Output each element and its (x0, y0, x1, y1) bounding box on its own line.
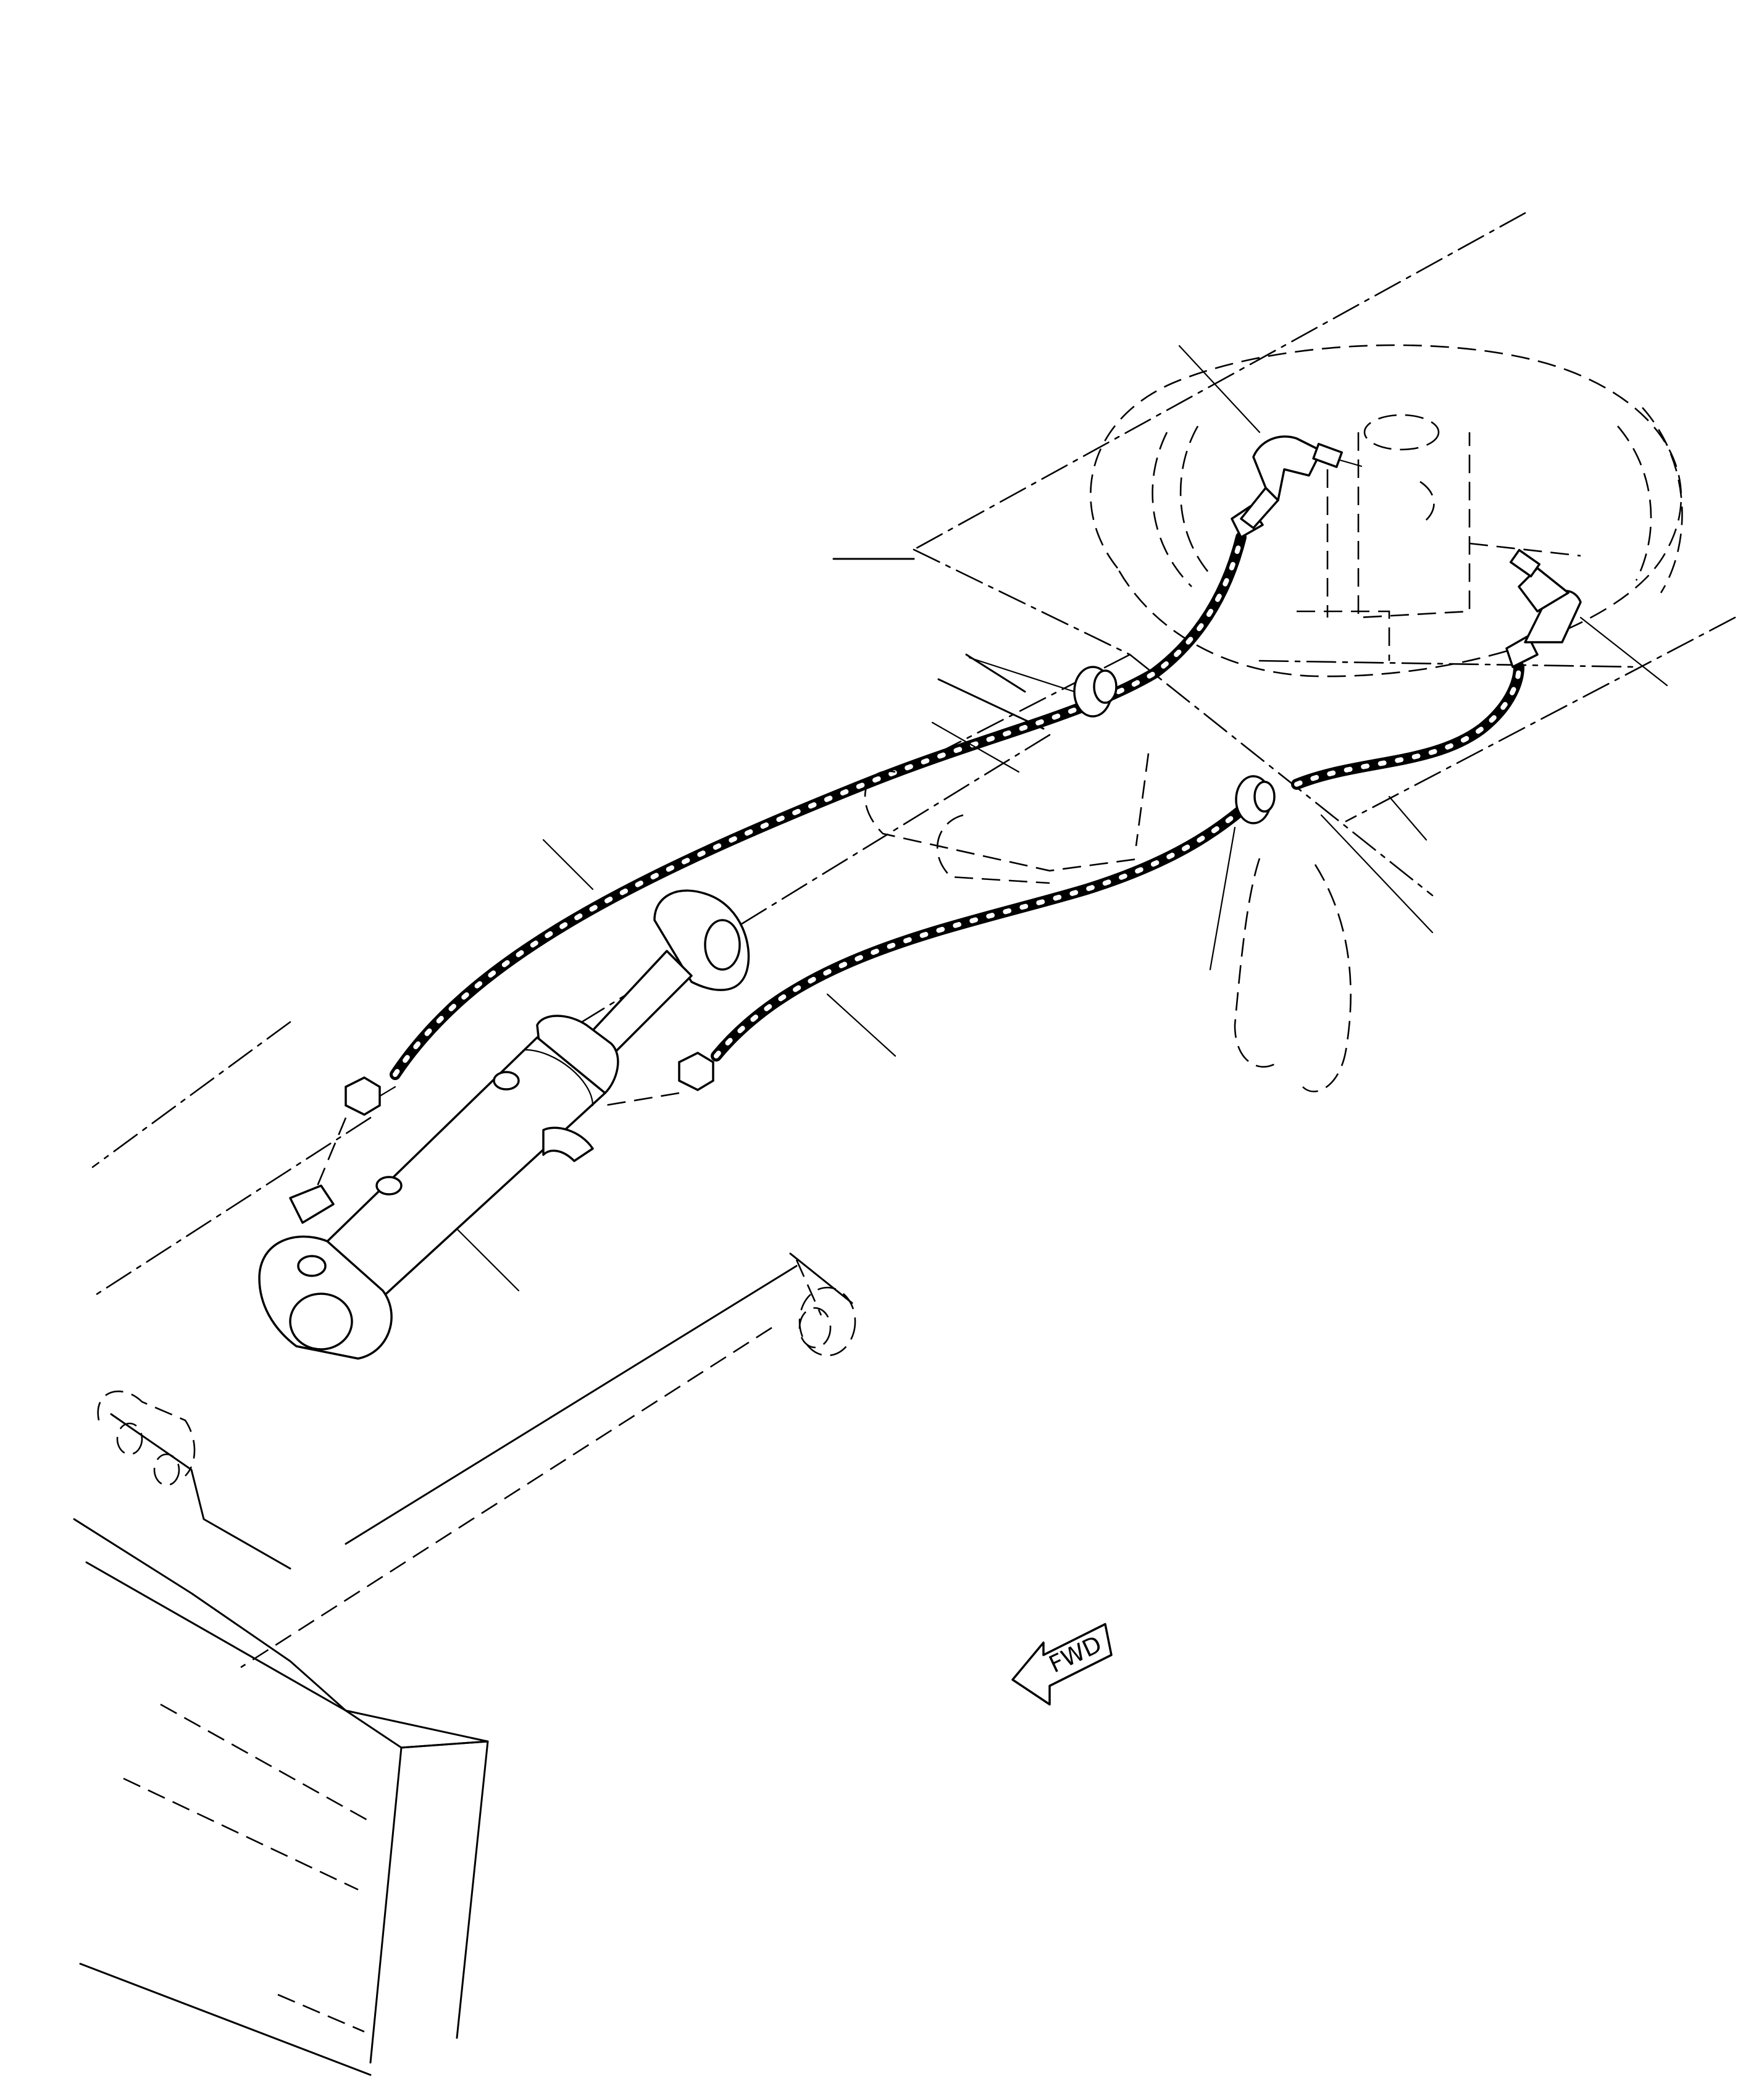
fwd-direction-marker: FWD (1011, 1623, 1113, 1706)
frame-bracket (864, 753, 1352, 1092)
hose-clamp-lower (1235, 775, 1276, 824)
hydraulic-hose-lower (711, 661, 1524, 1062)
hydraulic-hose-upper (390, 532, 1247, 1080)
swivel-joint (1090, 344, 1683, 677)
hose-nut-upper (345, 1076, 396, 1116)
hose-clamp-upper (1073, 666, 1118, 718)
front-attachment (73, 1252, 856, 2076)
hose-nut-lower (678, 1052, 714, 1091)
steering-cylinder (258, 889, 750, 1360)
leader-lines (456, 345, 1668, 1292)
forward-arrow-icon (1011, 1623, 1113, 1706)
elbow-fitting-right (1505, 548, 1582, 668)
elbow-fitting-left (1231, 435, 1363, 538)
